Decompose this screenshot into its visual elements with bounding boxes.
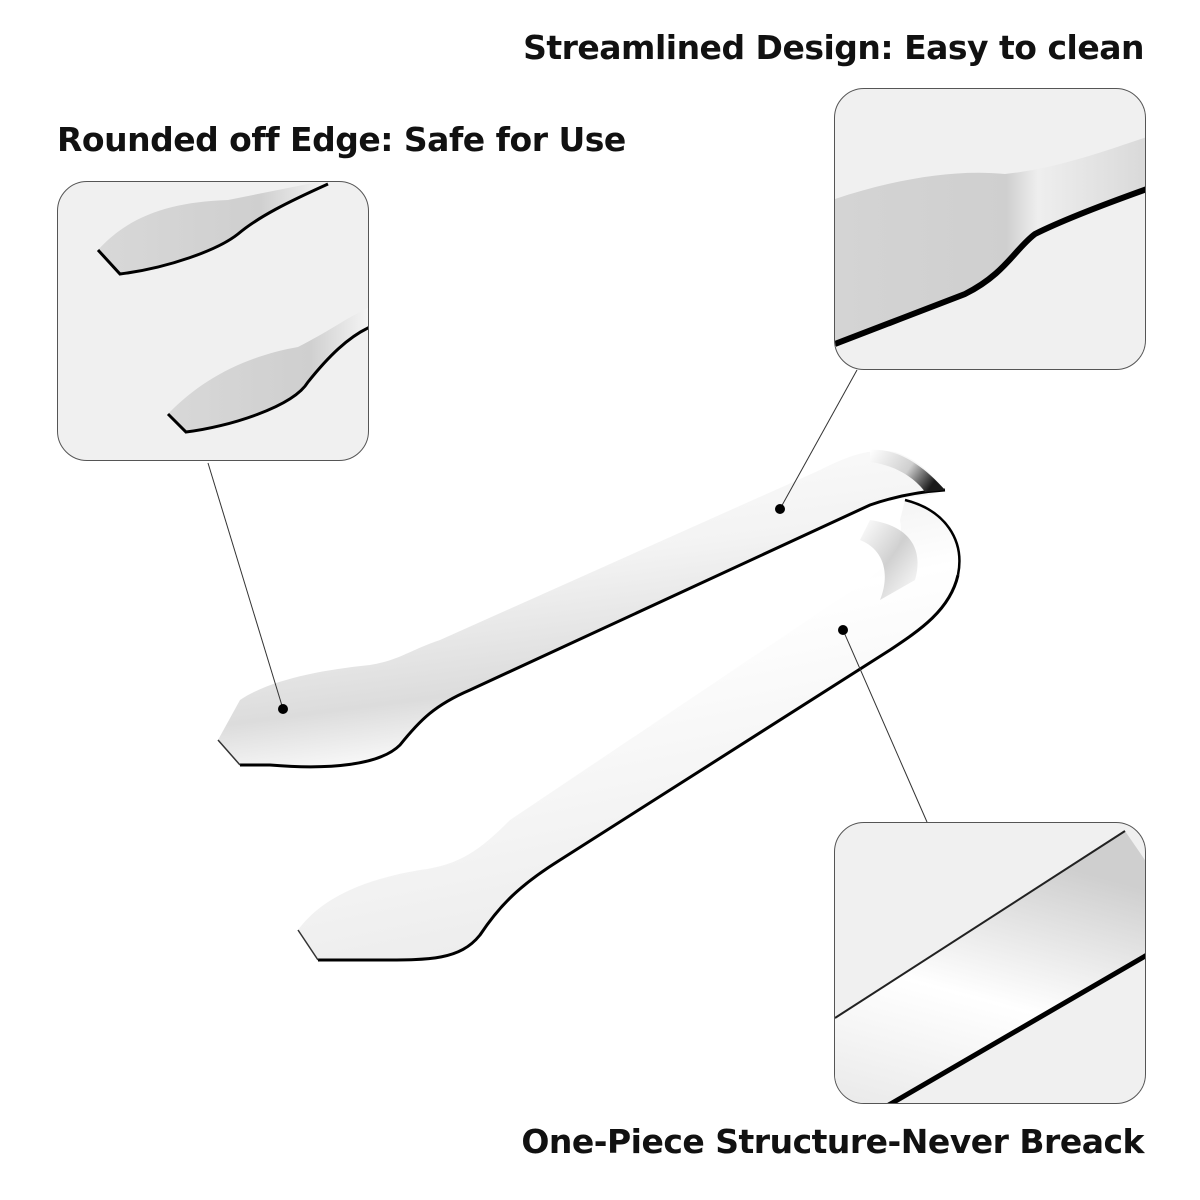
leader-line-streamlined (779, 369, 858, 510)
detail-panel-rounded-edge (57, 181, 369, 461)
leader-line-rounded (207, 462, 284, 710)
callout-dot-rounded (278, 704, 288, 714)
callout-dot-streamlined (775, 504, 785, 514)
caption-streamlined-design: Streamlined Design: Easy to clean (523, 28, 1144, 67)
rounded-tips-zoom-image (96, 182, 368, 434)
leader-line-onepiece (842, 629, 928, 823)
one-piece-arm-zoom-image (835, 830, 1145, 1103)
caption-one-piece-structure: One-Piece Structure-Never Breack (521, 1122, 1144, 1161)
detail-panel-one-piece-structure (834, 822, 1146, 1104)
caption-rounded-edge: Rounded off Edge: Safe for Use (57, 120, 626, 159)
streamlined-neck-zoom-image (835, 137, 1145, 347)
detail-panel-streamlined-design (834, 88, 1146, 370)
tongs-upper-arm (217, 449, 946, 769)
callout-dot-onepiece (838, 625, 848, 635)
